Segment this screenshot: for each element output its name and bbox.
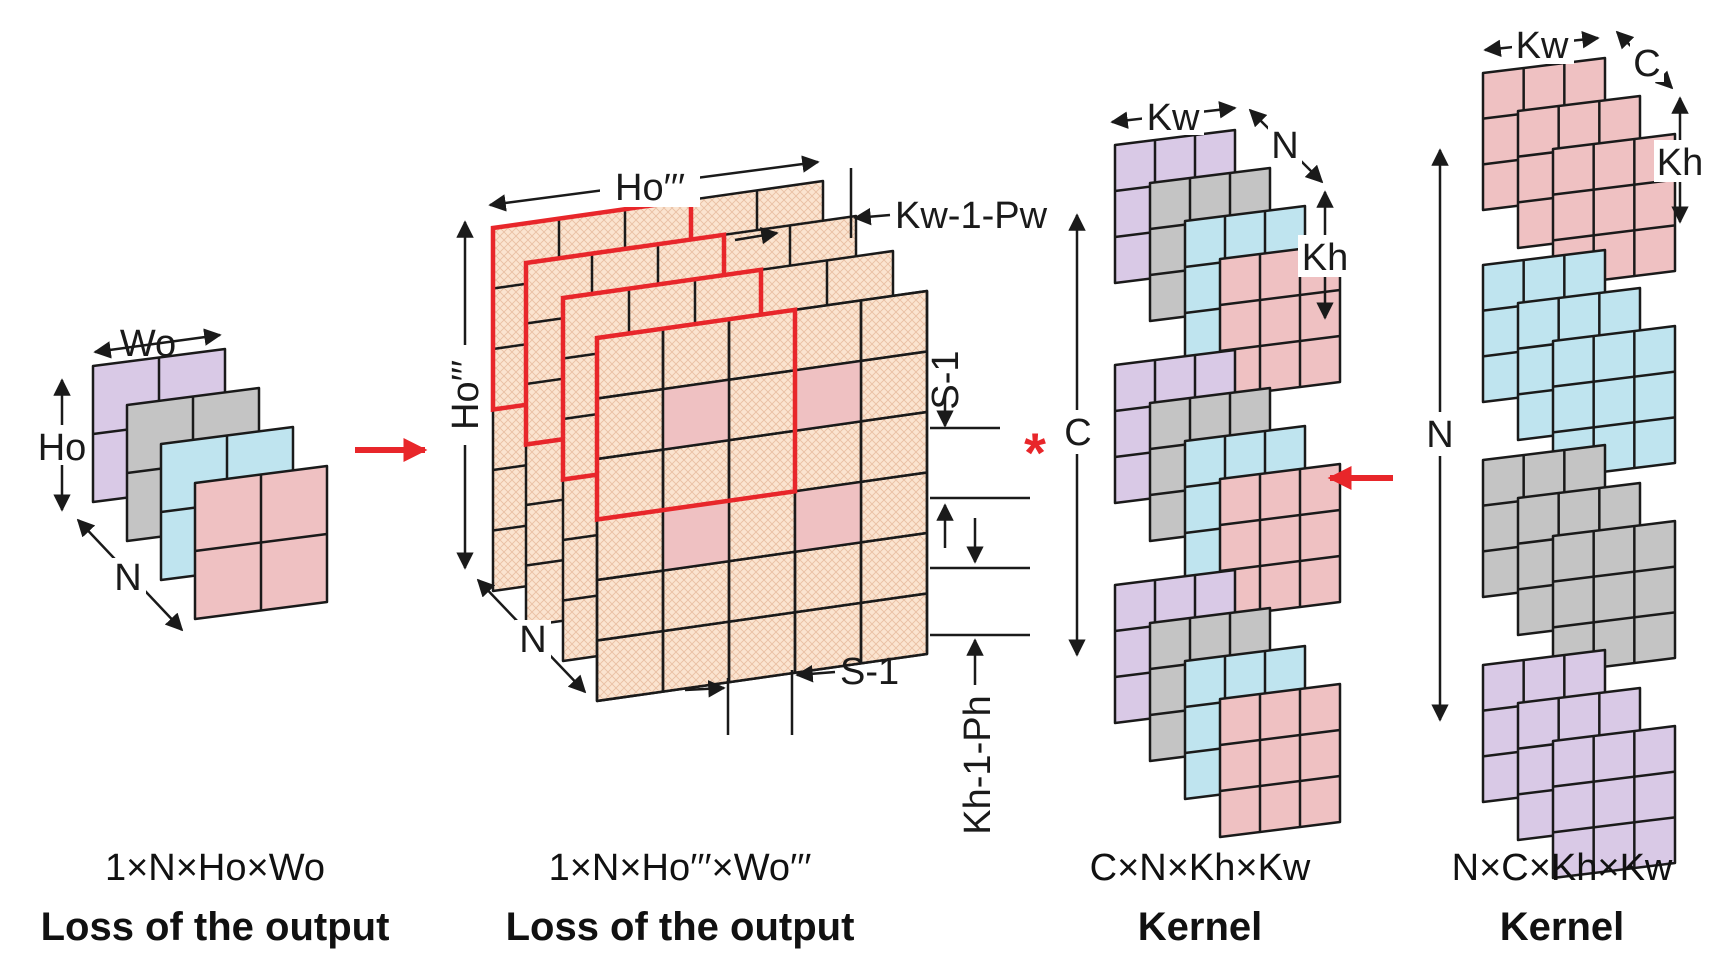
panel4-label-c: C <box>1633 43 1660 85</box>
panel3-label-c: C <box>1064 412 1091 454</box>
panel3-stack2-layer-pink <box>1218 462 1342 619</box>
panel4-label-kh: Kh <box>1657 142 1703 184</box>
panel1-shape: 1×N×Ho×Wo <box>105 847 325 889</box>
panel1-label-wo: Wo <box>120 323 176 365</box>
panel2-kernel-window-4 <box>594 307 798 523</box>
panel2-label-n: N <box>519 619 546 661</box>
panel4-annotations: Kw C Kh N <box>1420 24 1706 722</box>
panel1-label-ho: Ho <box>38 427 87 469</box>
panel4-label-kw: Kw <box>1516 25 1569 67</box>
panel2-shape: 1×N×Ho′′′×Wo′′′ <box>549 847 812 889</box>
panel2-label-kw-pad: Kw-1-Pw <box>895 195 1048 237</box>
panel2-dilated-cell <box>663 500 729 571</box>
panel4-title: Kernel <box>1500 905 1625 949</box>
panel2-label-ho-top: Ho′′′ <box>615 167 685 209</box>
panel2-label-s-right: S-1 <box>925 350 967 409</box>
panel3-label-kw: Kw <box>1147 97 1200 139</box>
grid-layer <box>91 56 1677 880</box>
panel2-label-kh-pad: Kh-1-Ph <box>957 695 999 834</box>
panel3-shape: C×N×Kh×Kw <box>1090 847 1311 889</box>
panel4-stack-gray-layer-3 <box>1551 519 1677 675</box>
panel1-annotations: Wo Ho N <box>38 323 222 632</box>
panel2-dilated-cell <box>795 360 861 431</box>
panel1-label-n: N <box>114 557 141 599</box>
panel4-stack-purple-layer-3 <box>1551 724 1677 880</box>
panel2-annotations: Ho′′′ Ho′′′ N Kw-1-Pw S-1 Kh-1-Ph S-1 <box>445 155 1048 835</box>
panel3-annotations: Kw N Kh C <box>1058 95 1350 657</box>
panel1-title: Loss of the output <box>41 905 390 949</box>
panel2-label-ho-side: Ho′′′ <box>445 360 487 430</box>
panel4-label-n: N <box>1426 414 1453 456</box>
panel2-dilated-cell <box>663 379 729 450</box>
panel2-front-grid <box>595 289 929 703</box>
panel2-label-s-bottom: S-1 <box>840 651 899 693</box>
panel3-stack3-layer-pink <box>1218 682 1342 839</box>
panel2-dilated-cell <box>795 481 861 552</box>
panel3-label-kh: Kh <box>1302 237 1348 279</box>
panel4-shape: N×C×Kh×Kw <box>1452 847 1673 889</box>
panel2-title: Loss of the output <box>506 905 855 949</box>
panel3-title: Kernel <box>1138 905 1263 949</box>
panel1-layer-pink <box>193 464 329 621</box>
panel3-label-n: N <box>1271 125 1298 167</box>
convolution-operator: * <box>1024 421 1046 484</box>
captions: 1×N×Ho×Wo Loss of the output 1×N×Ho′′′×W… <box>41 847 1673 949</box>
